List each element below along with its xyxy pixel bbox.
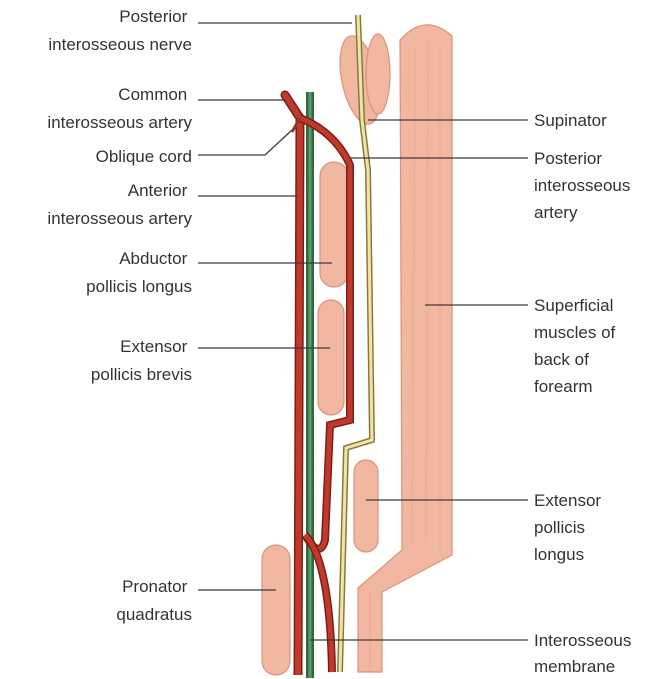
label-abductor-pollicis-longus: Abductor pollicis longus: [86, 249, 192, 296]
label-interosseous-membrane: Interosseous membrane: [534, 631, 636, 676]
label-posterior-interosseous-artery: Posterior interosseous artery: [534, 149, 635, 222]
label-superficial-muscles: Superficial muscles of back of forearm: [534, 296, 620, 396]
label-posterior-interosseous-nerve: Posterior interosseous nerve: [48, 7, 192, 54]
label-common-interosseous-artery: Common interosseous artery: [47, 85, 192, 132]
abductor-pollicis-longus-muscle: [320, 162, 348, 287]
label-oblique-cord: Oblique cord: [96, 147, 192, 166]
extensor-pollicis-longus-muscle: [354, 460, 378, 552]
label-extensor-pollicis-longus: Extensor pollicis longus: [534, 491, 606, 564]
label-anterior-interosseous-artery: Anterior interosseous artery: [47, 181, 192, 228]
pronator-quadratus-muscle: [262, 545, 290, 675]
label-supinator: Supinator: [534, 111, 607, 130]
extensor-pollicis-brevis-muscle: [318, 300, 344, 415]
label-pronator-quadratus: Pronator quadratus: [116, 577, 192, 624]
label-extensor-pollicis-brevis: Extensor pollicis brevis: [91, 337, 192, 384]
